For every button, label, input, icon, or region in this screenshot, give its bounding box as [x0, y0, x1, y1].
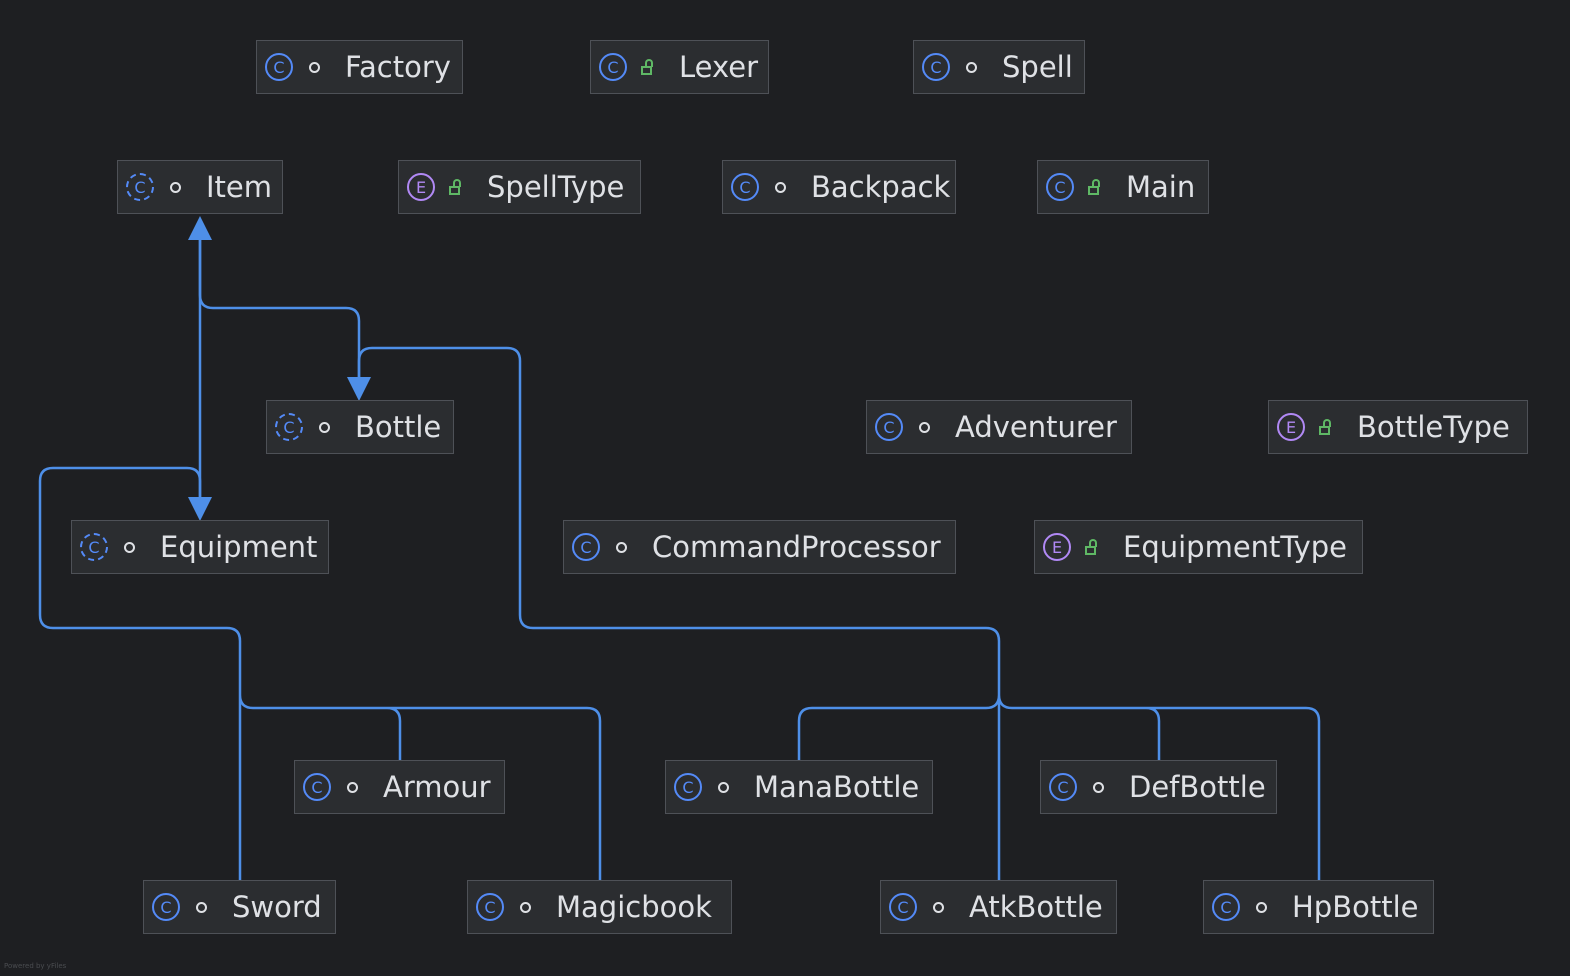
node-magicbook[interactable]: C Magicbook — [467, 880, 732, 934]
node-label: DefBottle — [1129, 770, 1266, 804]
node-commandprocessor[interactable]: C CommandProcessor — [563, 520, 956, 574]
package-private-icon — [164, 181, 186, 193]
package-private-icon — [118, 541, 140, 553]
watermark: Powered by yFiles — [4, 962, 67, 970]
public-lock-icon — [1084, 179, 1106, 195]
enum-icon: E — [407, 173, 435, 201]
node-factory[interactable]: C Factory — [256, 40, 463, 94]
class-icon: C — [1049, 773, 1077, 801]
node-label: BottleType — [1357, 410, 1510, 444]
node-manabottle[interactable]: C ManaBottle — [665, 760, 933, 814]
node-label: Lexer — [679, 50, 759, 84]
node-label: SpellType — [487, 170, 625, 204]
node-label: Bottle — [355, 410, 442, 444]
package-private-icon — [769, 181, 791, 193]
node-bottletype[interactable]: E BottleType — [1268, 400, 1528, 454]
class-icon: C — [572, 533, 600, 561]
package-private-icon — [913, 421, 935, 433]
class-icon: C — [1046, 173, 1074, 201]
edge-bottle-children — [357, 346, 1321, 880]
node-atkbottle[interactable]: C AtkBottle — [880, 880, 1117, 934]
node-main[interactable]: C Main — [1037, 160, 1209, 214]
node-label: CommandProcessor — [652, 530, 941, 564]
node-equipmenttype[interactable]: E EquipmentType — [1034, 520, 1363, 574]
node-defbottle[interactable]: C DefBottle — [1040, 760, 1277, 814]
node-label: Adventurer — [955, 410, 1117, 444]
node-lexer[interactable]: C Lexer — [590, 40, 769, 94]
public-lock-icon — [1315, 419, 1337, 435]
package-private-icon — [313, 421, 335, 433]
public-lock-icon — [637, 59, 659, 75]
node-label: ManaBottle — [754, 770, 920, 804]
node-spell[interactable]: C Spell — [913, 40, 1085, 94]
node-hpbottle[interactable]: C HpBottle — [1203, 880, 1434, 934]
class-icon: C — [599, 53, 627, 81]
enum-icon: E — [1043, 533, 1071, 561]
node-item[interactable]: C Item — [117, 160, 283, 214]
node-label: Item — [206, 170, 273, 204]
package-private-icon — [712, 781, 734, 793]
node-backpack[interactable]: C Backpack — [722, 160, 956, 214]
node-label: Armour — [383, 770, 491, 804]
abstract-class-icon: C — [126, 173, 154, 201]
node-label: EquipmentType — [1123, 530, 1348, 564]
public-lock-icon — [1081, 539, 1103, 555]
class-icon: C — [889, 893, 917, 921]
node-equipment[interactable]: C Equipment — [71, 520, 329, 574]
arrowhead-item — [188, 216, 212, 240]
package-private-icon — [303, 61, 325, 73]
node-label: Factory — [345, 50, 451, 84]
package-private-icon — [1250, 901, 1272, 913]
node-sword[interactable]: C Sword — [143, 880, 336, 934]
package-private-icon — [514, 901, 536, 913]
node-label: Main — [1126, 170, 1196, 204]
node-label: HpBottle — [1292, 890, 1419, 924]
class-icon: C — [1212, 893, 1240, 921]
node-bottle[interactable]: C Bottle — [266, 400, 454, 454]
class-icon: C — [674, 773, 702, 801]
package-private-icon — [960, 61, 982, 73]
package-private-icon — [1087, 781, 1109, 793]
package-private-icon — [927, 901, 949, 913]
class-icon: C — [303, 773, 331, 801]
edge-bottle-item — [198, 238, 361, 380]
node-label: Spell — [1002, 50, 1073, 84]
class-icon: C — [152, 893, 180, 921]
class-icon: C — [731, 173, 759, 201]
abstract-class-icon: C — [275, 413, 303, 441]
package-private-icon — [190, 901, 212, 913]
node-label: AtkBottle — [969, 890, 1103, 924]
class-icon: C — [476, 893, 504, 921]
node-adventurer[interactable]: C Adventurer — [866, 400, 1132, 454]
package-private-icon — [610, 541, 632, 553]
node-label: Equipment — [160, 530, 318, 564]
node-label: Backpack — [811, 170, 951, 204]
arrowhead-bottle — [347, 377, 371, 401]
node-label: Sword — [232, 890, 322, 924]
node-armour[interactable]: C Armour — [294, 760, 505, 814]
node-spelltype[interactable]: E SpellType — [398, 160, 641, 214]
package-private-icon — [341, 781, 363, 793]
public-lock-icon — [445, 179, 467, 195]
edge-equipment-children — [38, 466, 602, 880]
enum-icon: E — [1277, 413, 1305, 441]
class-icon: C — [922, 53, 950, 81]
node-label: Magicbook — [556, 890, 712, 924]
class-icon: C — [265, 53, 293, 81]
abstract-class-icon: C — [80, 533, 108, 561]
class-icon: C — [875, 413, 903, 441]
arrowhead-equipment — [188, 497, 212, 521]
